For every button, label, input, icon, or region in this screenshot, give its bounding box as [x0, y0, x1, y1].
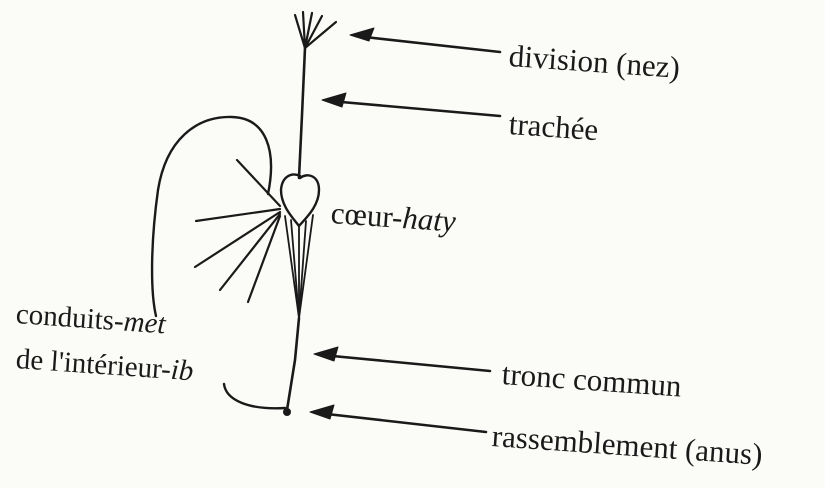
label-trachee: trachée — [508, 108, 599, 145]
trachea-line — [299, 48, 305, 178]
nose-branches — [295, 12, 336, 48]
common-trunk-line — [287, 318, 299, 410]
arrow-rassemblement-head — [310, 405, 334, 419]
label-coeur-italic: haty — [401, 200, 457, 239]
arrow-tronc — [322, 355, 490, 371]
arrow-trachee — [330, 101, 500, 116]
arrow-division-head — [350, 28, 374, 41]
label-coeur-prefix: cœur- — [330, 195, 404, 235]
radiating-conduits — [195, 160, 280, 302]
arrow-tronc-head — [314, 347, 338, 361]
heart-conduits — [285, 215, 313, 318]
label-interieur-italic: ib — [170, 354, 195, 387]
arrow-trachee-head — [322, 93, 346, 107]
arrow-rassemblement — [318, 413, 486, 432]
arrow-division — [356, 36, 500, 52]
label-coeur: cœur-haty — [330, 197, 457, 237]
label-conduits-italic: met — [123, 306, 167, 341]
